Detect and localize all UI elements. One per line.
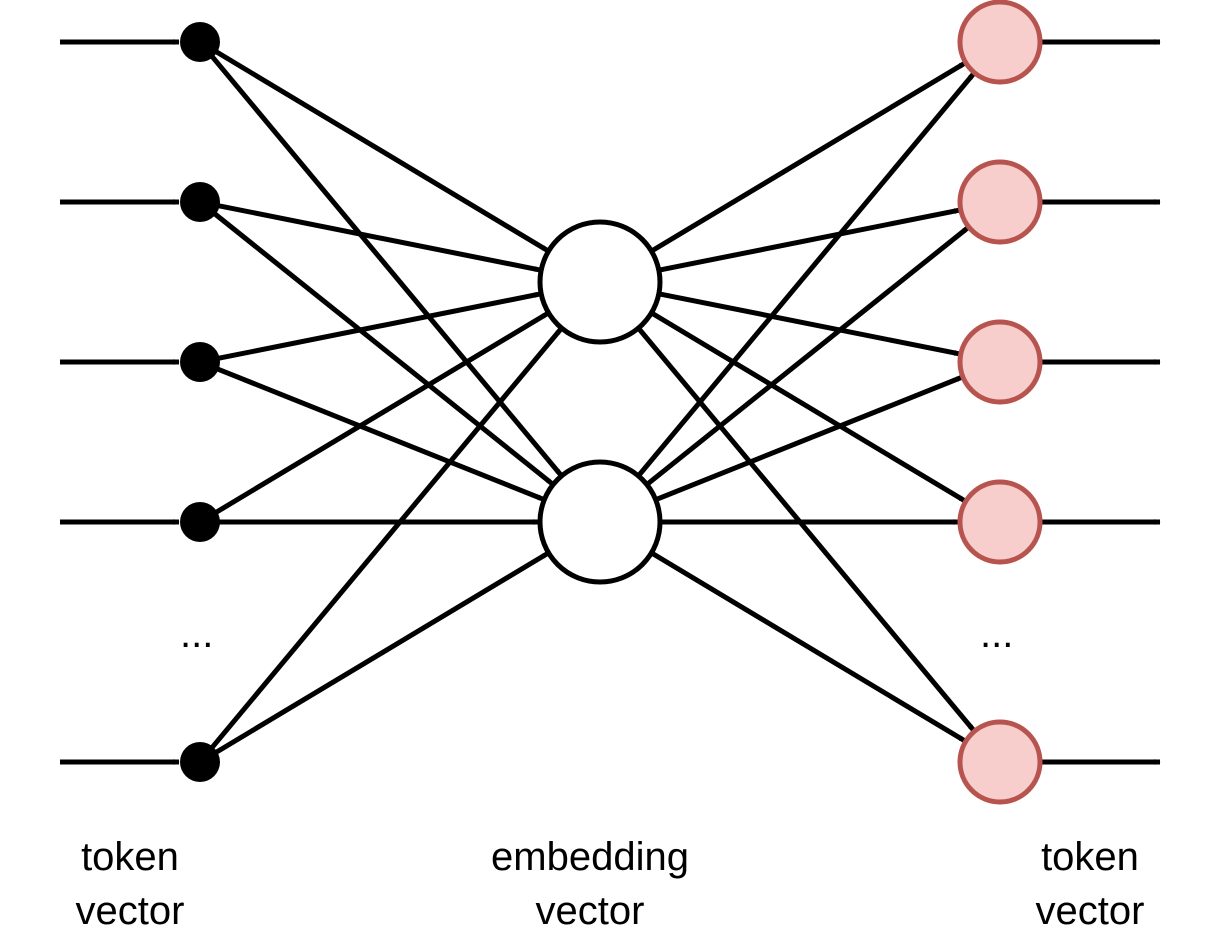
edge-hid1-out4 bbox=[650, 310, 967, 504]
input-label-line-2: vector bbox=[75, 889, 185, 933]
edge-in1-hid2 bbox=[209, 54, 563, 477]
output-label-line-2: vector bbox=[1035, 889, 1145, 933]
edge-hid2-out2 bbox=[645, 225, 970, 487]
output-node-1 bbox=[957, 0, 1043, 85]
edge-in4-hid1 bbox=[214, 311, 549, 515]
edge-in3-hid1 bbox=[217, 291, 541, 361]
edge-hid2-out5 bbox=[650, 550, 967, 744]
output-label-line-1: token bbox=[1041, 835, 1139, 879]
input-node-3 bbox=[180, 342, 220, 382]
input-node-4 bbox=[180, 502, 220, 542]
output-ellipsis: ... bbox=[980, 612, 1014, 656]
edge-hid1-out1 bbox=[650, 60, 967, 254]
input-label-line-1: token bbox=[81, 835, 179, 879]
output-node-2 bbox=[957, 159, 1043, 245]
output-label: token vector bbox=[1000, 830, 1180, 938]
input-node-1 bbox=[180, 22, 220, 62]
edge-in3-hid2 bbox=[215, 366, 545, 502]
embedding-node-2 bbox=[537, 459, 663, 585]
edge-hid2-out3 bbox=[654, 374, 963, 503]
edge-hid1-out3 bbox=[658, 291, 961, 357]
input-node-5 bbox=[180, 742, 220, 782]
input-ellipsis: ... bbox=[180, 612, 214, 656]
embedding-node-1 bbox=[537, 219, 663, 345]
connections bbox=[60, 39, 1161, 765]
edge-in2-hid1 bbox=[217, 203, 541, 273]
edge-in1-hid1 bbox=[214, 49, 549, 253]
embedding-label-line-1: embedding bbox=[491, 835, 689, 879]
output-node-5 bbox=[957, 719, 1043, 805]
edge-in5-hid1 bbox=[209, 327, 563, 750]
input-node-2 bbox=[180, 182, 220, 222]
edge-hid1-out5 bbox=[636, 326, 976, 733]
embedding-label-line-2: vector bbox=[535, 889, 645, 933]
edge-hid1-out2 bbox=[658, 207, 961, 273]
embedding-label: embedding vector bbox=[440, 830, 740, 938]
nodes bbox=[180, 0, 1043, 805]
input-label: token vector bbox=[40, 830, 220, 938]
edge-hid2-out1 bbox=[636, 71, 976, 478]
edge-in2-hid2 bbox=[212, 211, 554, 486]
output-node-4 bbox=[957, 479, 1043, 565]
edge-in5-hid2 bbox=[214, 551, 549, 755]
output-node-3 bbox=[957, 319, 1043, 405]
